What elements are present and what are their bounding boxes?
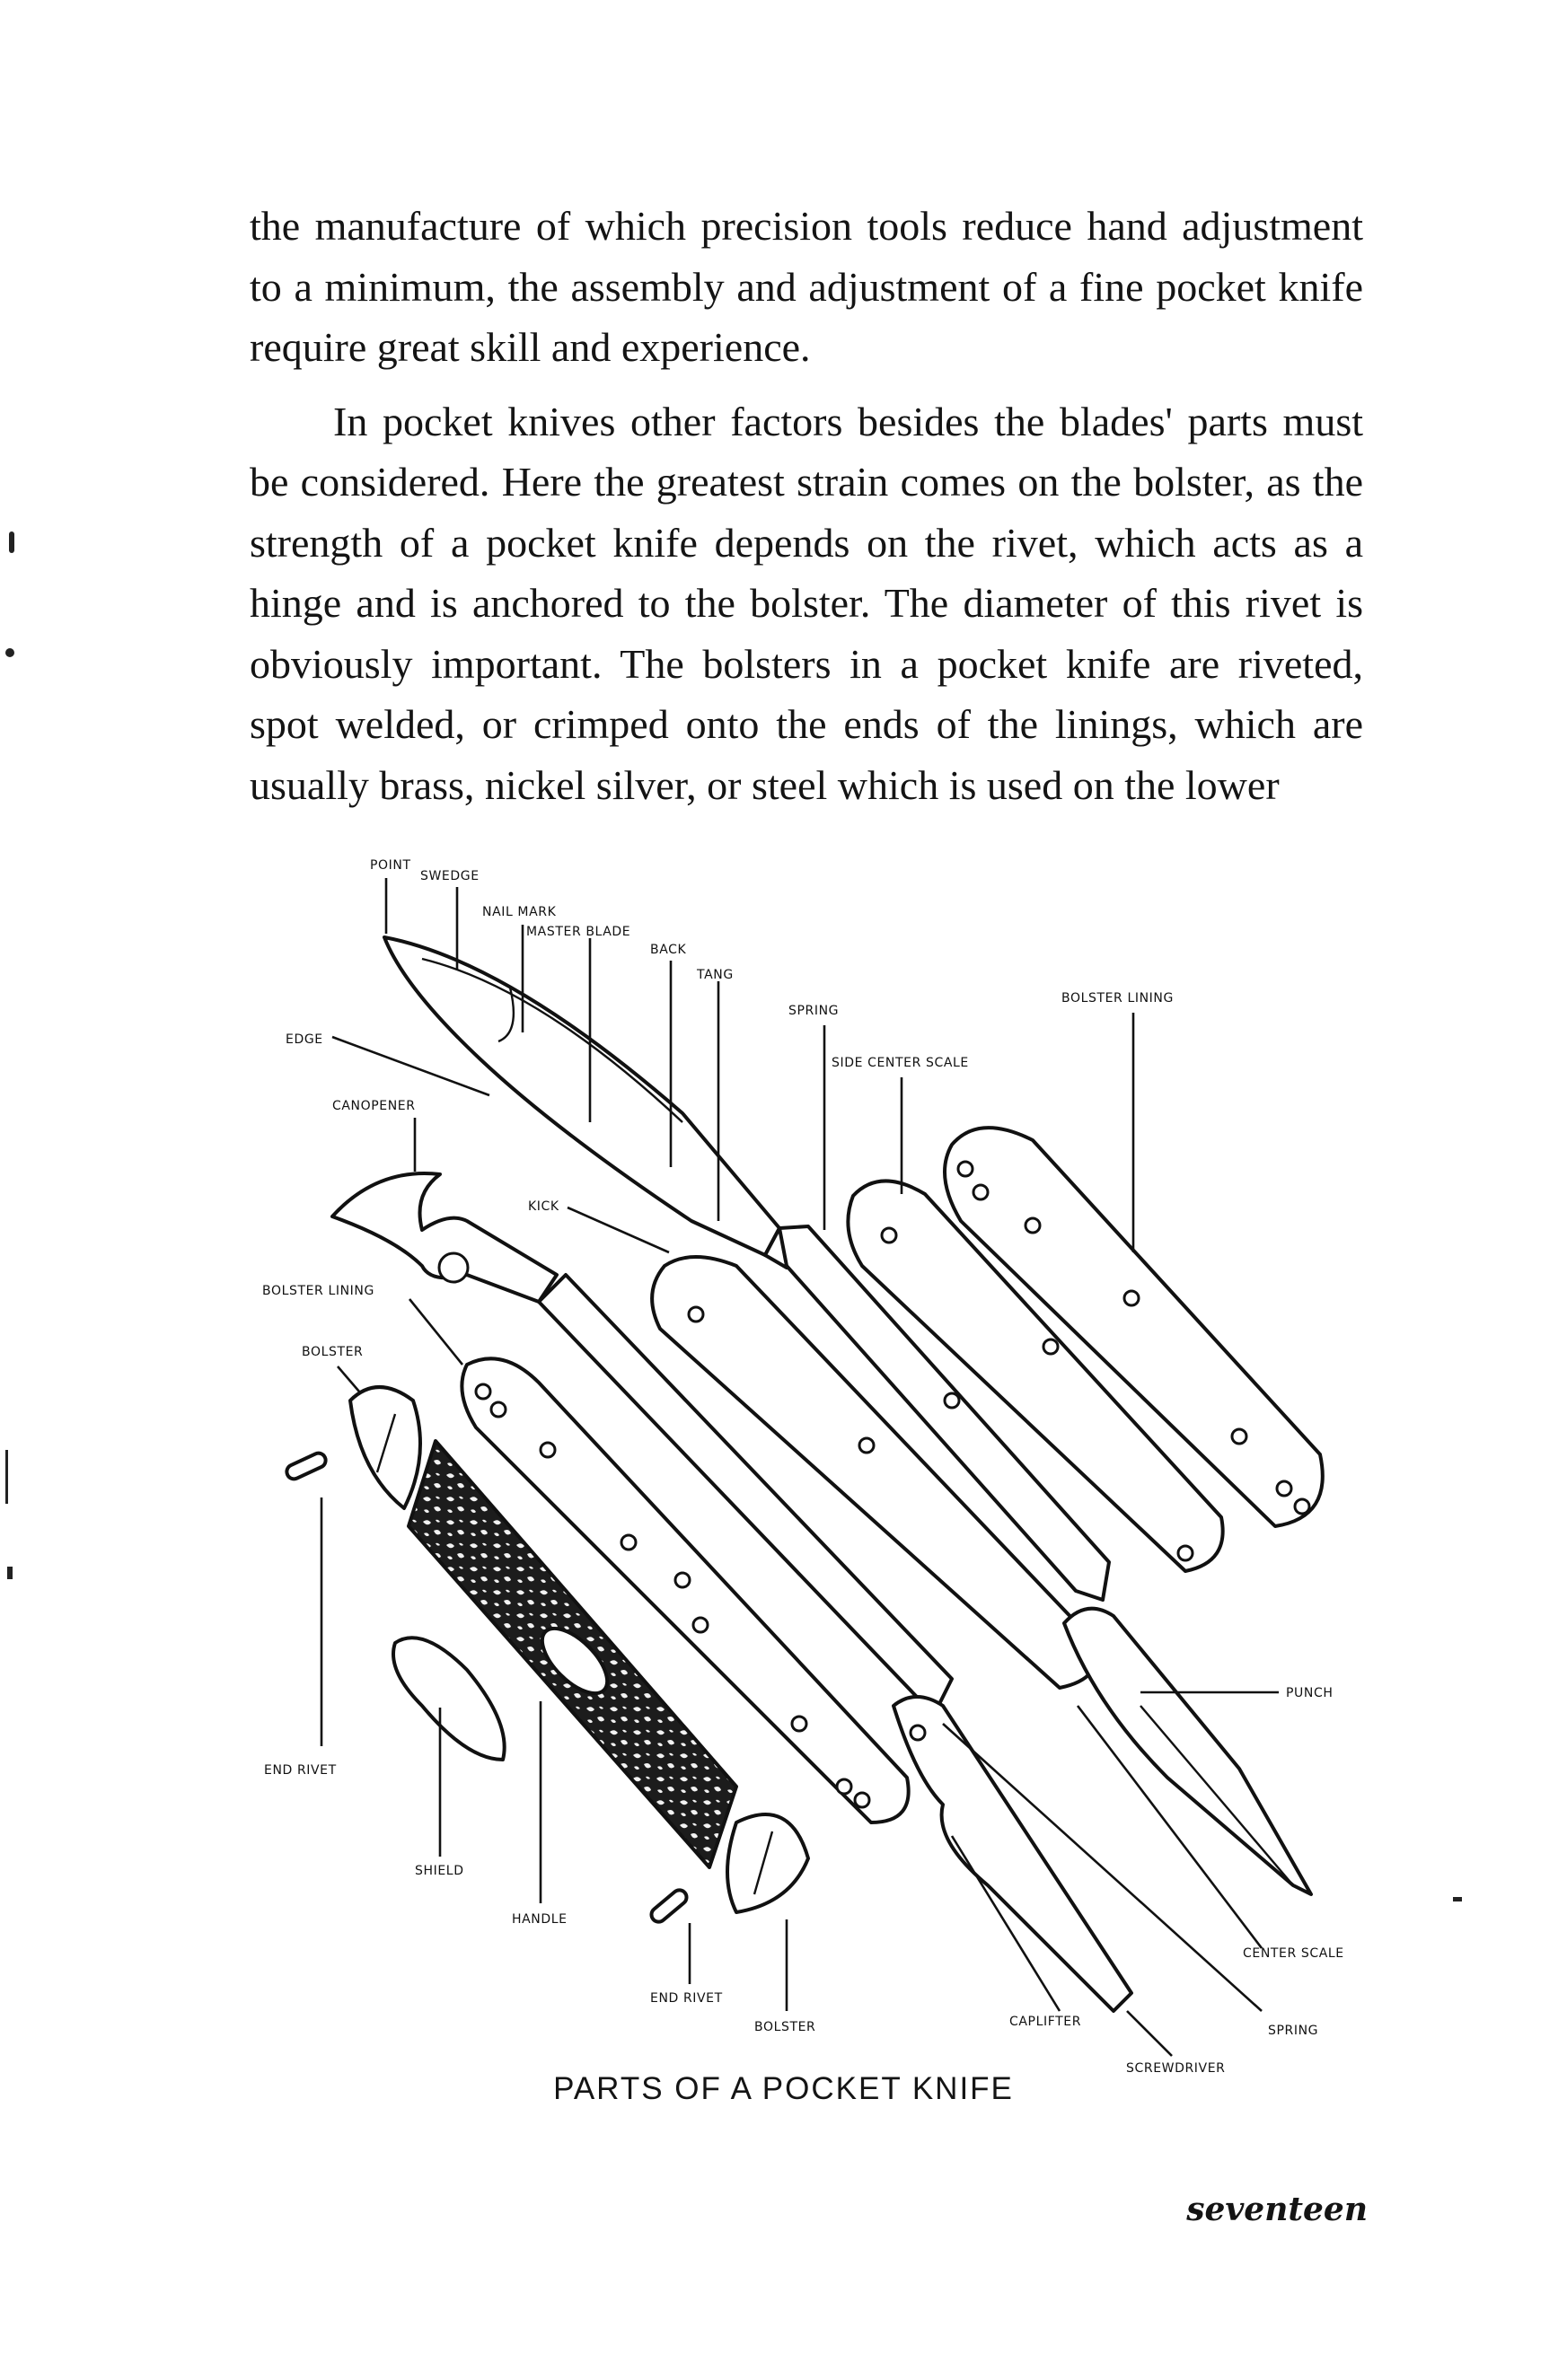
- label-canopener: CANOPENER: [332, 1099, 416, 1113]
- center-lining: [460, 1273, 954, 1824]
- label-nail-mark: NAIL MARK: [482, 905, 557, 919]
- scan-mark-2: [5, 648, 14, 657]
- master-blade: [383, 935, 803, 1269]
- label-swedge: SWEDGE: [420, 869, 480, 883]
- label-shield: SHIELD: [415, 1864, 464, 1878]
- body-text: the manufacture of which precision tools…: [250, 196, 1363, 815]
- label-caplifter: CAPLIFTER: [1009, 2015, 1081, 2029]
- punch: [1062, 1606, 1313, 1896]
- scan-mark-5: [1453, 1897, 1462, 1901]
- label-bolster-bottom: BOLSTER: [754, 2020, 815, 2034]
- caplifter-screwdriver: [892, 1695, 1133, 2013]
- shield: [392, 1636, 506, 1761]
- label-center-scale: CENTER SCALE: [1243, 1946, 1344, 1961]
- label-bolster-left: BOLSTER: [302, 1345, 363, 1359]
- label-kick: KICK: [528, 1199, 559, 1214]
- canopener: [330, 1172, 559, 1304]
- label-end-rivet-left: END RIVET: [264, 1763, 337, 1778]
- figure-caption: PARTS OF A POCKET KNIFE: [553, 2071, 1014, 2106]
- bolster-left-part: [348, 1385, 422, 1510]
- label-spring-bottom: SPRING: [1268, 2024, 1318, 2038]
- label-point: POINT: [370, 858, 411, 873]
- bolster-lining-right: [943, 1126, 1325, 1528]
- leader-lines: [320, 878, 1279, 2057]
- label-bolster-lining-top: BOLSTER LINING: [1061, 991, 1174, 1006]
- scan-mark-4: [7, 1567, 13, 1579]
- label-master-blade: MASTER BLADE: [526, 925, 630, 939]
- scan-mark-3: [5, 1450, 8, 1504]
- spring-upper: [650, 1225, 1111, 1690]
- label-handle: HANDLE: [512, 1912, 568, 1927]
- paragraph-1: the manufacture of which precision tools…: [250, 203, 1363, 370]
- label-spring-top: SPRING: [788, 1004, 839, 1018]
- end-rivet-left-part: [285, 1451, 328, 1481]
- label-screwdriver: SCREWDRIVER: [1126, 2061, 1225, 2076]
- label-edge: EDGE: [286, 1032, 323, 1047]
- label-punch: PUNCH: [1286, 1686, 1333, 1700]
- side-center-scale: [846, 1179, 1225, 1573]
- label-end-rivet-bottom: END RIVET: [650, 1991, 723, 2006]
- label-side-center-scale: SIDE CENTER SCALE: [832, 1056, 969, 1070]
- page-number: seventeen: [1186, 2191, 1368, 2228]
- scan-mark-1: [9, 531, 14, 553]
- label-bolster-lining-left: BOLSTER LINING: [262, 1284, 374, 1298]
- label-tang: TANG: [696, 968, 734, 982]
- label-back: BACK: [650, 943, 687, 957]
- handle: [407, 1439, 738, 1869]
- end-rivet-bottom-part: [649, 1888, 689, 1924]
- paragraph-2: In pocket knives other factors besides t…: [250, 398, 1363, 808]
- bolster-bottom-part: [726, 1813, 810, 1914]
